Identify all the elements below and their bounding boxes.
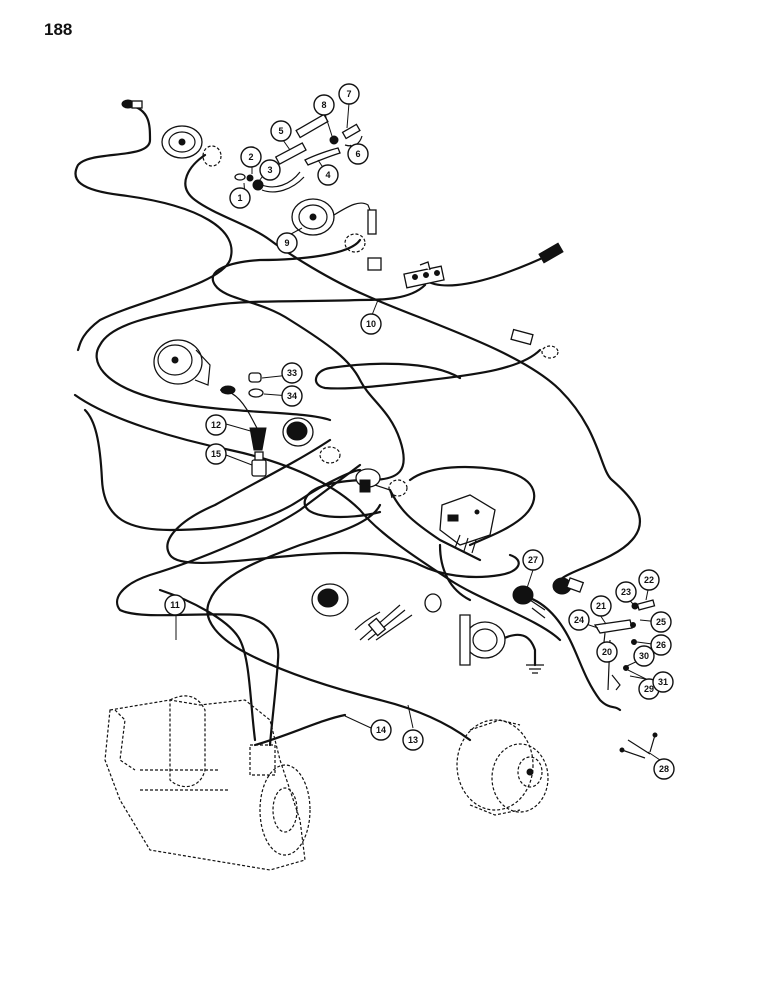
callout-24: 24 xyxy=(568,609,590,631)
wiring-harness xyxy=(73,103,642,747)
callout-8: 8 xyxy=(313,94,335,116)
callout-22-label: 22 xyxy=(644,575,654,585)
callout-3: 3 xyxy=(259,159,281,181)
callout-21: 21 xyxy=(590,595,612,617)
callout-9: 9 xyxy=(276,232,298,254)
callout-34: 34 xyxy=(281,385,303,407)
callout-14-label: 14 xyxy=(376,725,386,735)
relay-box xyxy=(439,494,496,554)
callout-7-label: 7 xyxy=(346,89,351,99)
callout-2-label: 2 xyxy=(248,152,253,162)
callout-31: 31 xyxy=(652,671,674,693)
warning-switch xyxy=(552,577,585,595)
neutral-start-switch xyxy=(459,614,506,666)
callout-22: 22 xyxy=(638,569,660,591)
callout-33-label: 33 xyxy=(287,368,297,378)
ammeter-gauge xyxy=(282,417,341,464)
callout-26-label: 26 xyxy=(656,640,666,650)
callout-29-label: 29 xyxy=(644,684,654,694)
callout-20: 20 xyxy=(596,641,618,663)
callout-4-label: 4 xyxy=(325,170,330,180)
callout-25: 25 xyxy=(650,611,672,633)
callout-27: 27 xyxy=(522,549,544,571)
callout-34-label: 34 xyxy=(287,391,297,401)
callout-27-label: 27 xyxy=(528,555,538,565)
callout-23: 23 xyxy=(615,581,637,603)
callout-11-label: 11 xyxy=(170,600,180,610)
callout-24-label: 24 xyxy=(574,615,584,625)
callout-33: 33 xyxy=(281,362,303,384)
harness-connector-top xyxy=(538,242,564,264)
terminal-block xyxy=(403,261,445,289)
callout-10-label: 10 xyxy=(366,319,376,329)
callout-6-label: 6 xyxy=(355,149,360,159)
callout-14: 14 xyxy=(370,719,392,741)
callout-13: 13 xyxy=(402,729,424,751)
tachometer-gauge xyxy=(153,339,211,386)
mounting-bracket xyxy=(593,599,656,691)
callout-7: 7 xyxy=(338,83,360,105)
temperature-gauge xyxy=(291,198,382,271)
solenoid-assembly xyxy=(311,583,442,641)
callout-26: 26 xyxy=(650,634,672,656)
cap-and-washer xyxy=(248,372,264,398)
callout-2: 2 xyxy=(240,146,262,168)
callout-5-label: 5 xyxy=(278,126,283,136)
terminal-fittings xyxy=(619,732,658,759)
callout-30: 30 xyxy=(633,645,655,667)
callout-6: 6 xyxy=(347,143,369,165)
callout-15-label: 15 xyxy=(211,449,221,459)
gauge-upper xyxy=(161,125,222,167)
callout-30-label: 30 xyxy=(639,651,649,661)
callout-12: 12 xyxy=(205,414,227,436)
oil-pressure-sender xyxy=(251,451,267,477)
callout-28-label: 28 xyxy=(659,764,669,774)
callout-5: 5 xyxy=(270,120,292,142)
callout-4: 4 xyxy=(317,164,339,186)
callout-1-label: 1 xyxy=(237,193,242,203)
callout-11: 11 xyxy=(164,594,186,616)
callout-15: 15 xyxy=(205,443,227,465)
starter-motor xyxy=(104,695,311,871)
callout-13-label: 13 xyxy=(408,735,418,745)
callout-28: 28 xyxy=(653,758,675,780)
callout-23-label: 23 xyxy=(621,587,631,597)
callout-10: 10 xyxy=(360,313,382,335)
callout-21-label: 21 xyxy=(596,601,606,611)
pushbutton-switch xyxy=(512,585,546,619)
ignition-switch xyxy=(355,468,408,499)
indicator-lamp xyxy=(121,99,143,109)
callout-25-label: 25 xyxy=(656,617,666,627)
page-number: 188 xyxy=(44,20,73,39)
callout-8-label: 8 xyxy=(321,100,326,110)
callout-9-label: 9 xyxy=(284,238,289,248)
alternator xyxy=(456,719,549,816)
sender-cable xyxy=(219,385,267,451)
harness-plug xyxy=(510,328,559,359)
callout-3-label: 3 xyxy=(267,165,272,175)
callout-1: 1 xyxy=(229,187,251,209)
callout-31-label: 31 xyxy=(658,677,668,687)
callout-20-label: 20 xyxy=(602,647,612,657)
oil-line-fittings xyxy=(234,113,363,193)
callout-12-label: 12 xyxy=(211,420,221,430)
